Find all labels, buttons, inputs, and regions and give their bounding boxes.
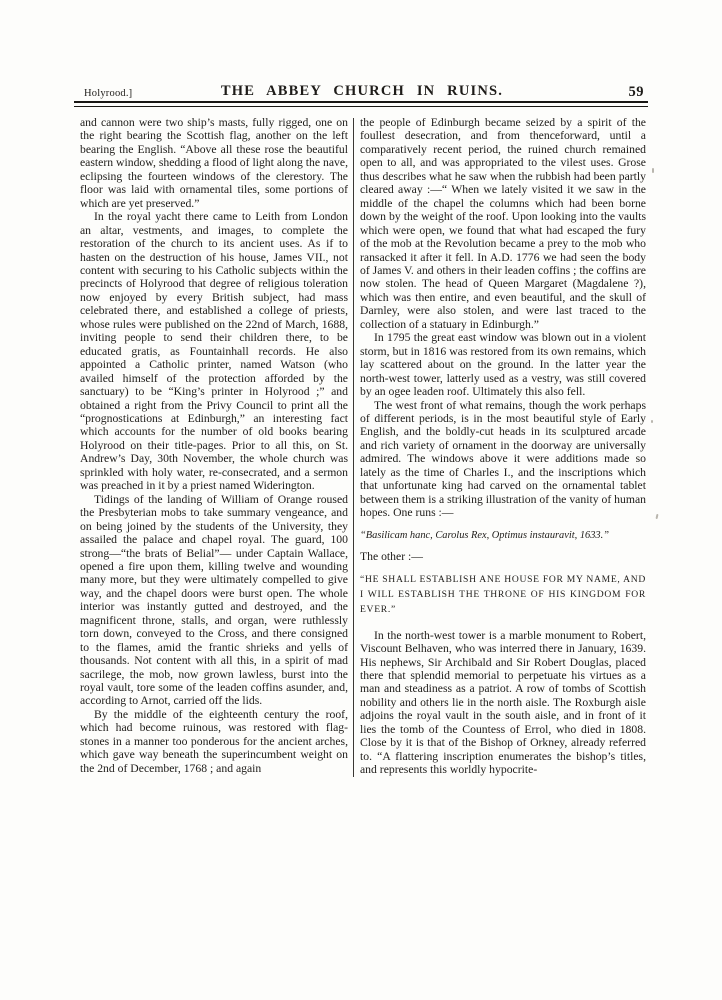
paragraph: In the royal yacht there came to Leith f… [80, 210, 348, 493]
scan-speck [651, 420, 653, 423]
left-column: and cannon were two ship’s masts, fully … [80, 116, 348, 777]
column-divider-rule [353, 118, 354, 777]
section-catchword: Holyrood.] [84, 88, 133, 99]
paragraph: The other :— [360, 549, 423, 563]
paragraph: the people of Edinburgh became seized by… [360, 116, 646, 331]
right-column: the people of Edinburgh became seized by… [360, 116, 646, 777]
paragraph: In the north-west tower is a marble monu… [360, 628, 646, 777]
scan-speck [652, 168, 654, 173]
paragraph: Tidings of the landing of William of Ora… [80, 492, 348, 708]
page-title: THE ABBEY CHURCH IN RUINS. [220, 83, 504, 99]
paragraph: By the middle of the eighteenth century … [80, 707, 348, 775]
latin-inscription-quote: “Basilicam hanc, Carolus Rex, Optimus in… [360, 529, 609, 541]
running-head: Holyrood.] THE ABBEY CHURCH IN RUINS. 59 [78, 82, 646, 100]
scripture-inscription-quote: “HE SHALL ESTABLISH ANE HOUSE FOR MY NAM… [360, 574, 646, 616]
page-number: 59 [628, 84, 644, 100]
header-double-rule [74, 101, 648, 107]
scan-speck [655, 513, 659, 520]
text-columns: and cannon were two ship’s masts, fully … [80, 116, 646, 777]
paragraph: The west front of what remains, though t… [360, 398, 646, 520]
paragraph: and cannon were two ship’s masts, fully … [80, 116, 348, 210]
paragraph: In 1795 the great east window was blown … [360, 331, 646, 399]
